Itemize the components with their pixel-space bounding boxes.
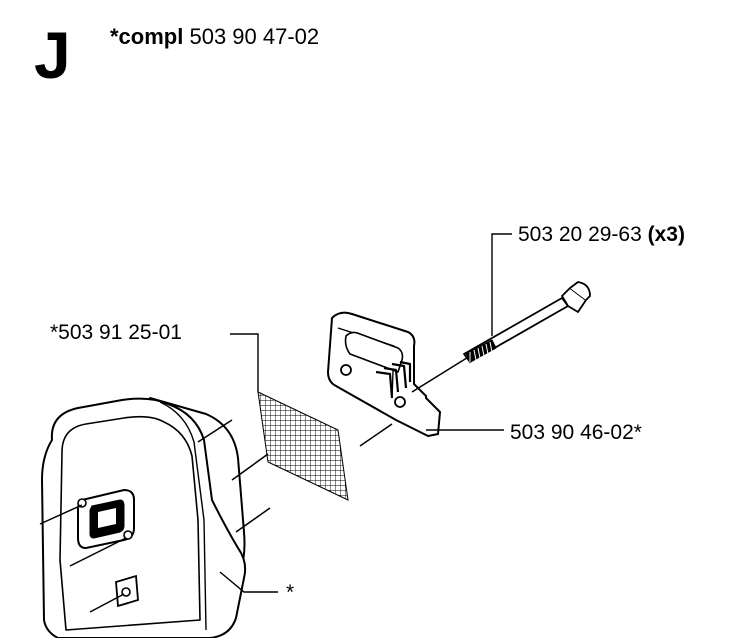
plate-label: 503 90 46-02* bbox=[510, 422, 642, 443]
assembly-compl-label: *compl bbox=[110, 24, 184, 49]
exhaust-port bbox=[77, 488, 139, 608]
assembly-part-number: 503 90 47-02 bbox=[189, 24, 320, 49]
leader-lines bbox=[219, 233, 512, 593]
muffler-body bbox=[41, 397, 247, 638]
assembly-header: *compl 503 90 47-02 bbox=[110, 26, 319, 48]
bolt bbox=[411, 281, 591, 393]
explosion-lines bbox=[197, 419, 393, 533]
bolt-quantity: (x3) bbox=[647, 223, 685, 246]
screen-label: *503 91 25-01 bbox=[50, 322, 182, 343]
spark-arrestor-screen bbox=[257, 391, 349, 501]
muffler-label: * bbox=[286, 582, 294, 603]
mounting-plate bbox=[327, 311, 441, 437]
bolt-label: 503 20 29-63 (x3) bbox=[518, 224, 685, 245]
plate-part-number: 503 90 46-02* bbox=[510, 421, 642, 444]
section-letter: J bbox=[34, 18, 71, 92]
bolt-part-number: 503 20 29-63 bbox=[518, 223, 642, 246]
muffler-part-marker: * bbox=[286, 581, 295, 604]
fixing-lines-muffler bbox=[39, 504, 127, 613]
screen-part-number: *503 91 25-01 bbox=[50, 321, 182, 344]
